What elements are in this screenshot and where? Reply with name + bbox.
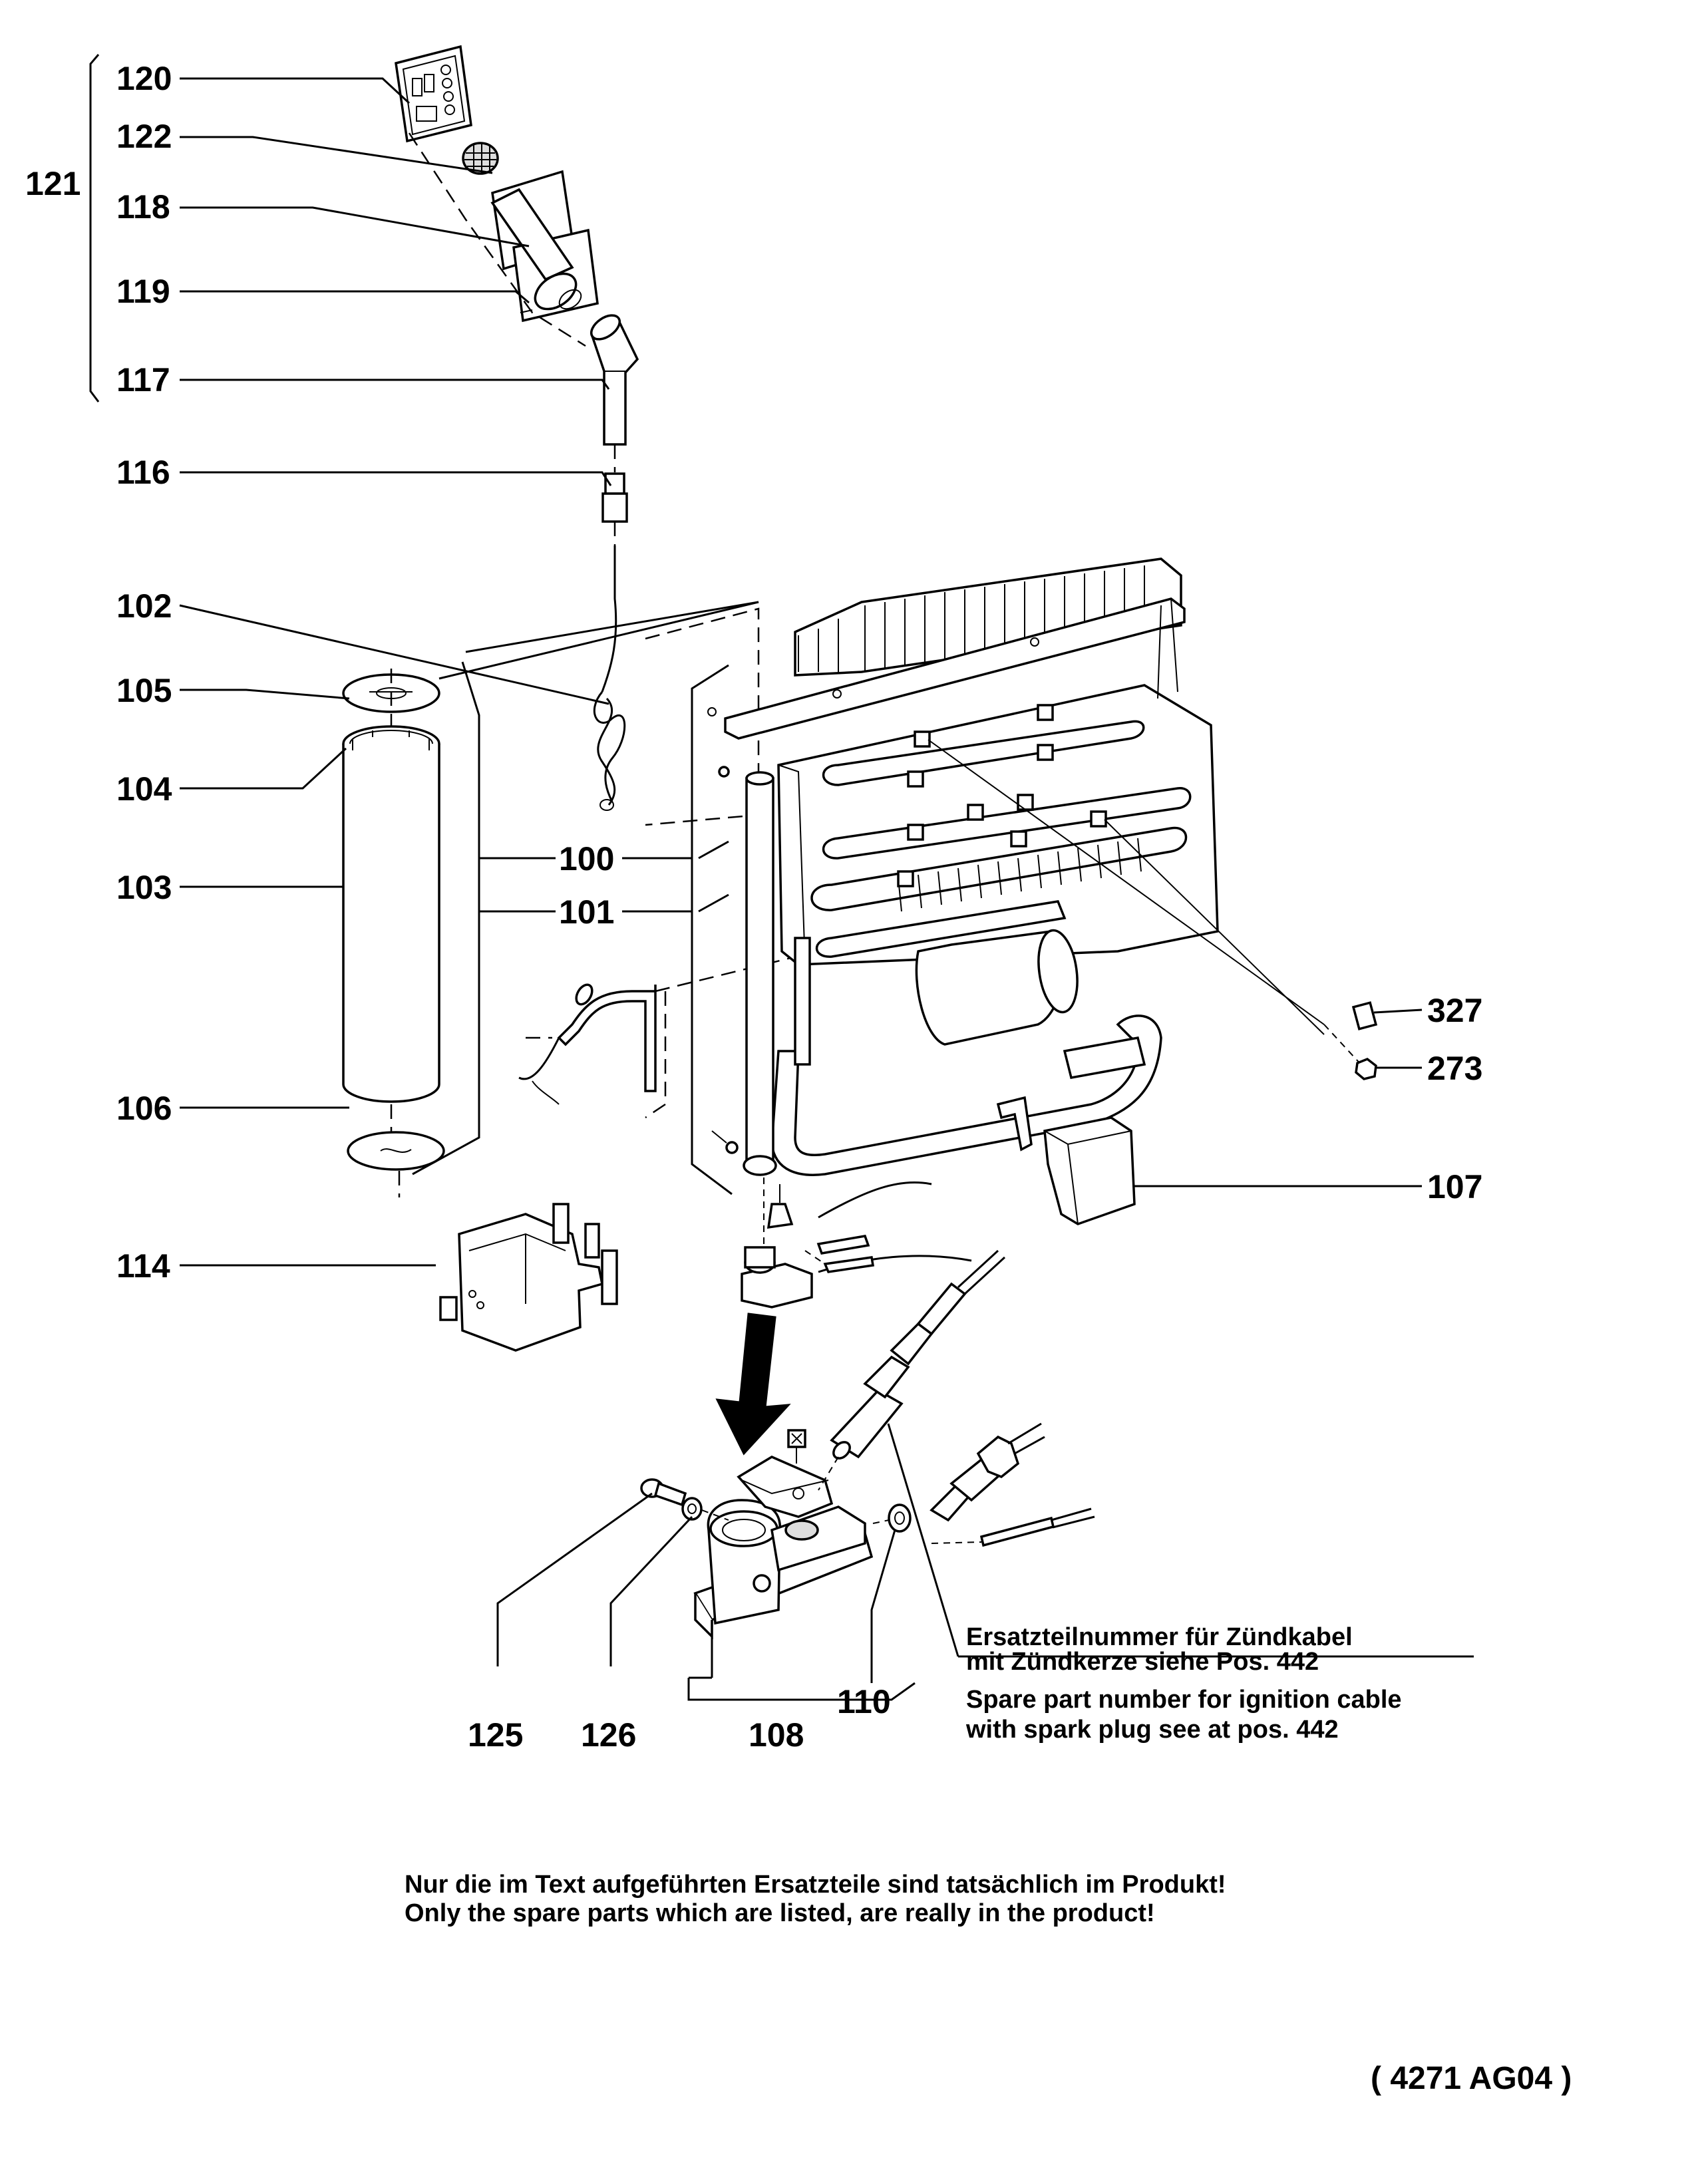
footer-note: Nur die im Text aufgeführten Ersatzteile…	[405, 1871, 1226, 1927]
label-101: 101	[559, 893, 614, 931]
part-118-flue-tube	[490, 170, 599, 323]
part-108-burner-detail	[693, 1429, 874, 1640]
part-thermocouple-fitting	[930, 1422, 1095, 1547]
label-116: 116	[116, 454, 170, 491]
ignition-cable-note: Ersatzteilnummer für Zündkabel mit Zündk…	[965, 1623, 1402, 1744]
axis-line-vent	[408, 132, 586, 347]
part-102-thermocouple-wire	[593, 546, 626, 811]
part-103-burner-tube	[342, 725, 440, 1103]
part-122-mesh-disc	[462, 142, 499, 175]
label-104: 104	[116, 770, 172, 808]
part-114-burner-bracket	[439, 1203, 618, 1352]
note-de-line2: mit Zündkerze siehe Pos. 442	[966, 1648, 1319, 1676]
part-117-elbow-tube	[590, 314, 639, 446]
part-327-clip	[1351, 1001, 1378, 1030]
note-de-line1: Ersatzteilnummer für Zündkabel	[966, 1623, 1353, 1651]
label-118: 118	[116, 188, 170, 226]
part-125-screw	[640, 1478, 687, 1507]
label-102: 102	[116, 587, 172, 625]
label-114: 114	[116, 1247, 170, 1285]
footer-en: Only the spare parts which are listed, a…	[405, 1899, 1155, 1927]
label-120: 120	[116, 60, 172, 97]
label-119: 119	[116, 273, 170, 310]
note-en-line1: Spare part number for ignition cable	[966, 1686, 1402, 1714]
label-100: 100	[559, 840, 614, 877]
note-en-line2: with spark plug see at pos. 442	[965, 1716, 1339, 1744]
part-107-heat-shield	[1043, 1116, 1136, 1225]
part-labels: 120 122 121 118 119 117 116 102 105 104 …	[25, 60, 1482, 1754]
part-spark-plug-cable	[830, 1249, 1006, 1460]
label-107: 107	[1427, 1168, 1482, 1205]
label-122: 122	[116, 118, 172, 155]
label-105: 105	[116, 672, 172, 709]
label-126: 126	[581, 1716, 636, 1754]
label-103: 103	[116, 869, 172, 906]
label-273: 273	[1427, 1050, 1482, 1087]
label-117: 117	[116, 361, 170, 398]
part-126-washer	[681, 1497, 703, 1521]
bracket-121	[89, 54, 100, 402]
part-101-gas-pipe	[518, 983, 657, 1105]
part-106-bottom-disc	[347, 1131, 445, 1197]
label-121: 121	[25, 165, 81, 202]
detail-arrow	[715, 1313, 791, 1456]
label-110: 110	[837, 1683, 891, 1720]
bracket-100-right	[691, 664, 733, 1195]
label-108: 108	[749, 1716, 804, 1754]
drawing-code: ( 4271 AG04 )	[1371, 2061, 1572, 2096]
bracket-100-left	[412, 661, 480, 1175]
leader-lines	[179, 77, 1474, 1701]
label-106: 106	[116, 1090, 172, 1127]
part-burner-small	[741, 1177, 972, 1309]
part-110-seal-ring	[888, 1503, 912, 1533]
part-120-vent-plate	[395, 45, 472, 143]
footer-de: Nur die im Text aufgeführten Ersatzteile…	[405, 1871, 1226, 1899]
label-125: 125	[468, 1716, 523, 1754]
part-116-bushing	[601, 472, 628, 523]
part-273-nut	[1355, 1058, 1377, 1080]
part-100-cooling-unit	[707, 557, 1219, 1176]
label-327: 327	[1427, 992, 1482, 1029]
